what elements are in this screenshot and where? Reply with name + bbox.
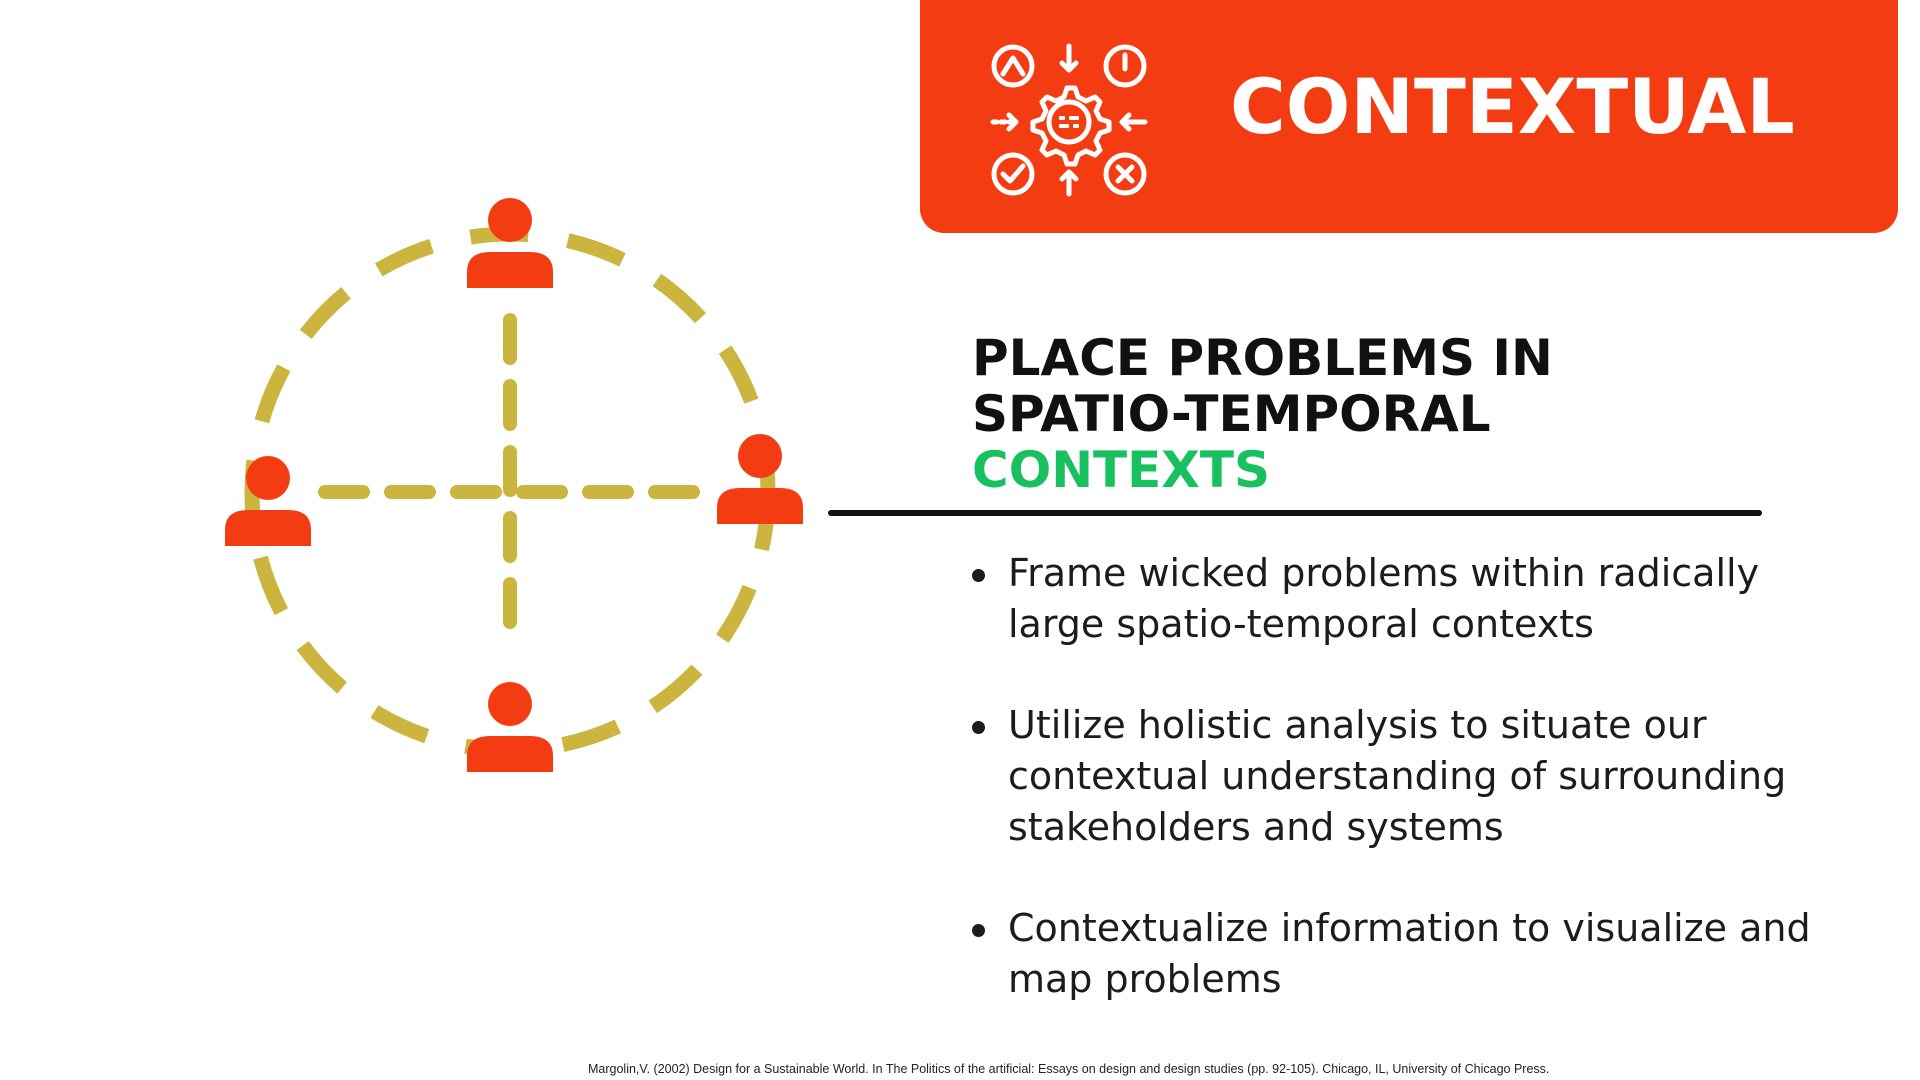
list-item: Contextualize information to visualize a…	[972, 903, 1832, 1005]
bullet-list: Frame wicked problems within radically l…	[972, 548, 1832, 1055]
list-item: Utilize holistic analysis to situate our…	[972, 700, 1832, 853]
heading-line-2: SPATIO-TEMPORAL	[972, 385, 1491, 443]
header-banner: CONTEXTUAL	[920, 0, 1898, 233]
person-icon	[225, 456, 311, 546]
bullet-text: Utilize holistic analysis to situate our…	[1008, 703, 1787, 849]
heading-line-3: CONTEXTS	[972, 441, 1270, 499]
citation: Margolin,V. (2002) Design for a Sustaina…	[588, 1062, 1550, 1076]
person-icon	[467, 682, 553, 772]
bullet-text: Contextualize information to visualize a…	[1008, 906, 1811, 1001]
list-item: Frame wicked problems within radically l…	[972, 548, 1832, 650]
heading-line-1: PLACE PROBLEMS IN	[972, 329, 1553, 387]
dashed-cross	[318, 313, 702, 657]
banner-title: CONTEXTUAL	[1230, 62, 1795, 151]
problem-solving-gear-icon	[990, 43, 1148, 197]
divider	[828, 510, 1762, 516]
bullet-dot-icon	[972, 569, 985, 582]
section-heading: PLACE PROBLEMS IN SPATIO-TEMPORAL CONTEX…	[972, 330, 1792, 498]
stakeholder-network-icon	[225, 198, 803, 772]
bullet-dot-icon	[972, 924, 985, 937]
person-icon	[467, 198, 553, 288]
bullet-dot-icon	[972, 721, 985, 734]
person-icon	[717, 434, 803, 524]
bullet-text: Frame wicked problems within radically l…	[1008, 551, 1760, 646]
